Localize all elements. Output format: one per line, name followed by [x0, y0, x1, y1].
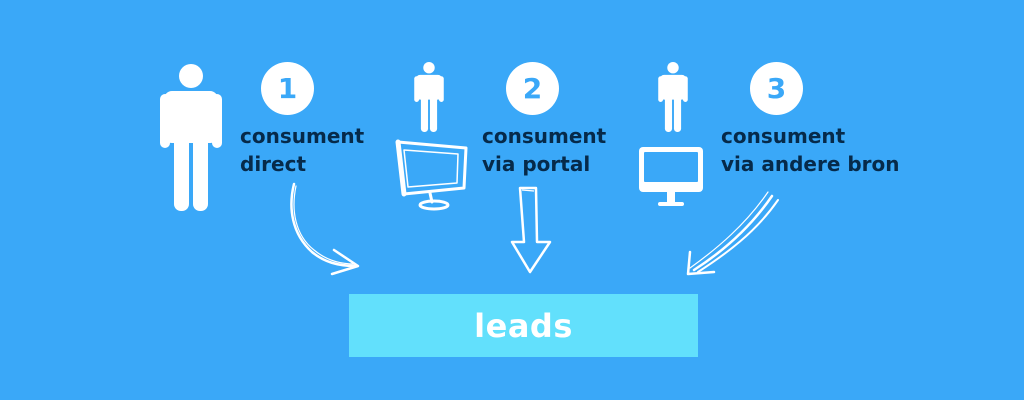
person-icon [160, 64, 222, 211]
step-1-label-line2: direct [240, 152, 307, 176]
step-number-3-badge: 3 [750, 62, 803, 115]
arrow-icon [686, 191, 779, 276]
step-1-label: consument direct [240, 122, 364, 178]
step-number-1-badge: 1 [261, 62, 314, 115]
step-2-label: consument via portal [482, 122, 606, 178]
arrow-icon [510, 186, 552, 274]
monitor-icon [395, 139, 468, 211]
step-number-2-badge: 2 [506, 62, 559, 115]
leads-box: leads [349, 294, 698, 357]
step-1-label-line1: consument [240, 124, 365, 148]
step-2-label-line1: consument [482, 124, 607, 148]
step-3-label: consument via andere bron [721, 122, 900, 178]
arrow-icon [290, 182, 360, 276]
step-3-label-line2: via andere bron [721, 152, 900, 176]
step-2-label-line2: via portal [482, 152, 591, 176]
person-icon [414, 62, 444, 132]
step-3-label-line1: consument [721, 124, 846, 148]
imac-icon [639, 147, 703, 206]
person-icon [658, 62, 688, 132]
leads-label: leads [474, 306, 573, 345]
